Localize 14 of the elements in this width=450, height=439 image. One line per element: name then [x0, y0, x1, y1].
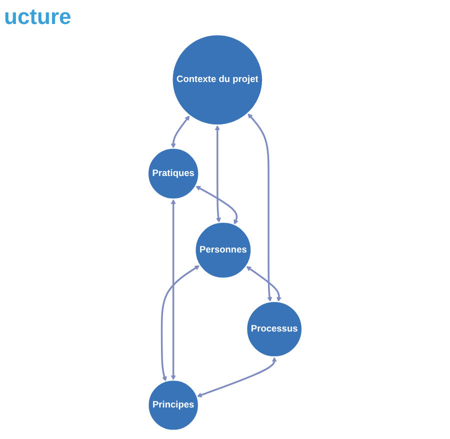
node-circle: Personnes [194, 222, 252, 279]
arrow [170, 116, 190, 148]
arrow [246, 266, 282, 302]
node-circle: Contexte du projet [172, 34, 264, 126]
arrow [196, 356, 277, 398]
node-circle: Pratiques [147, 148, 200, 200]
arrow [248, 113, 272, 302]
node-circle: Processus [246, 300, 303, 358]
title: ucture [4, 4, 72, 30]
node-circle: Principes [148, 379, 200, 431]
arrow [196, 186, 238, 225]
arrow [170, 199, 176, 380]
arrow [160, 265, 200, 382]
arrow [214, 125, 221, 223]
